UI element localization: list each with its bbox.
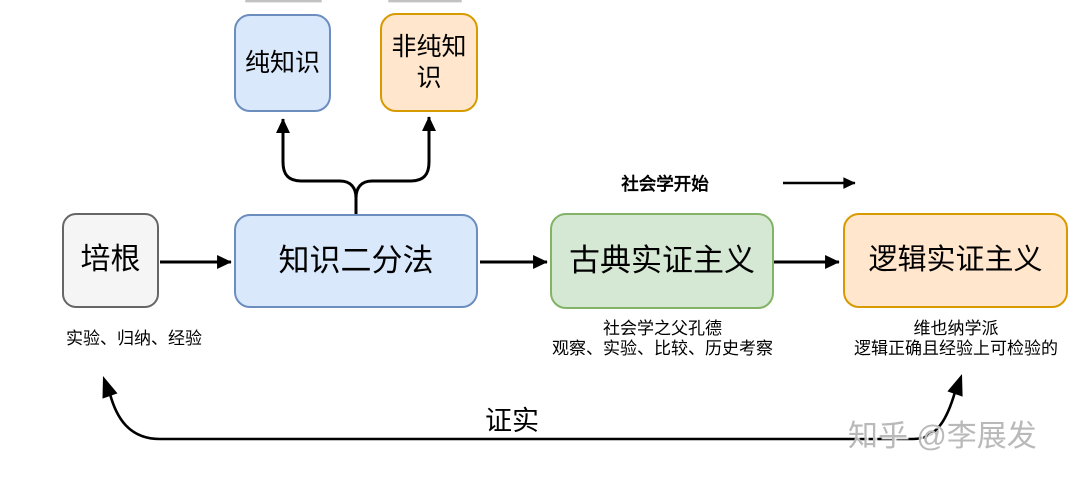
watermark: 知乎 @李展发 xyxy=(848,420,1037,453)
node-logical-positivism-label: 逻辑实证主义 xyxy=(868,243,1043,276)
node-dichotomy-label: 知识二分法 xyxy=(278,243,434,279)
cropped-top-line-right xyxy=(388,0,462,3)
sociology-start-label: 社会学开始 xyxy=(621,174,709,194)
arrow-dichotomy-to-impure xyxy=(354,116,436,214)
node-impure-knowledge: 非纯知识 xyxy=(380,13,478,112)
logical-note-line1: 维也纳学派 xyxy=(913,319,999,338)
node-pure-knowledge: 纯知识 xyxy=(234,14,331,112)
verify-label: 证实 xyxy=(485,406,539,436)
node-dichotomy: 知识二分法 xyxy=(234,214,478,308)
node-classical-positivism-label: 古典实证主义 xyxy=(569,243,755,279)
logical-note-line2: 逻辑正确且经验上可检验的 xyxy=(854,339,1058,358)
verify-arrowhead-left xyxy=(102,376,118,399)
node-bacon-label: 培根 xyxy=(80,243,141,277)
cropped-top-line-left xyxy=(245,0,322,3)
node-impure-knowledge-label: 非纯知识 xyxy=(391,33,467,92)
node-bacon: 培根 xyxy=(62,213,159,308)
classical-note-line2: 观察、实验、比较、历史考察 xyxy=(552,339,773,358)
node-logical-positivism: 逻辑实证主义 xyxy=(843,213,1068,308)
node-pure-knowledge-label: 纯知识 xyxy=(244,48,320,77)
logical-note: 维也纳学派 逻辑正确且经验上可检验的 xyxy=(838,319,1074,359)
classical-note: 社会学之父孔德 观察、实验、比较、历史考察 xyxy=(535,319,790,359)
bacon-note: 实验、归纳、经验 xyxy=(66,329,202,348)
classical-note-line1: 社会学之父孔德 xyxy=(603,319,722,338)
node-classical-positivism: 古典实证主义 xyxy=(550,213,774,309)
arrow-dichotomy-to-pure xyxy=(276,118,358,214)
verify-arrowhead-right xyxy=(947,374,963,397)
